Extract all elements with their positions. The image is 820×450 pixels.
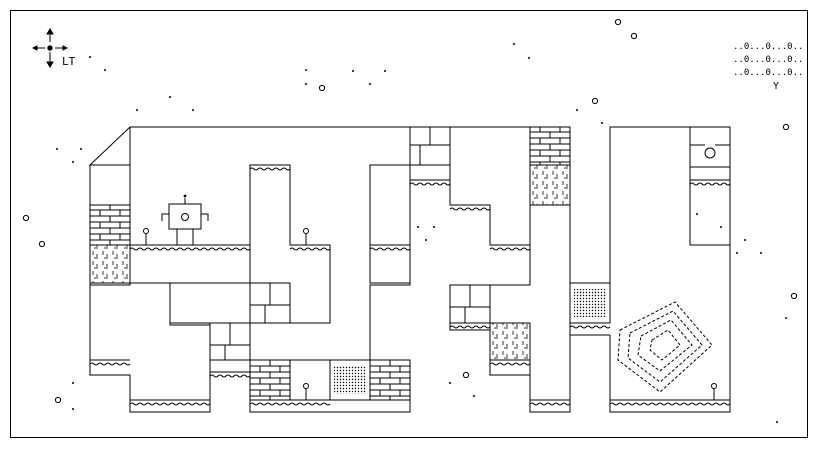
minimap-row: ..0...0...0.. [733,42,804,52]
exit-door[interactable] [689,126,731,168]
robot-player-icon[interactable] [161,194,209,245]
minimap-row: ..0...0...0.. [733,68,804,78]
brick-tiles [89,126,571,401]
collectibles[interactable] [143,228,717,401]
background-particles [22,18,798,423]
floors [89,164,731,406]
y-button-label: Y [773,81,780,92]
lt-trigger-label: LT [62,55,76,68]
dpad-arrows-icon [31,28,69,68]
dotted-blocks [329,282,611,401]
minimap-row: ..0...0...0.. [733,55,804,65]
spiral-portal[interactable] [617,301,713,393]
